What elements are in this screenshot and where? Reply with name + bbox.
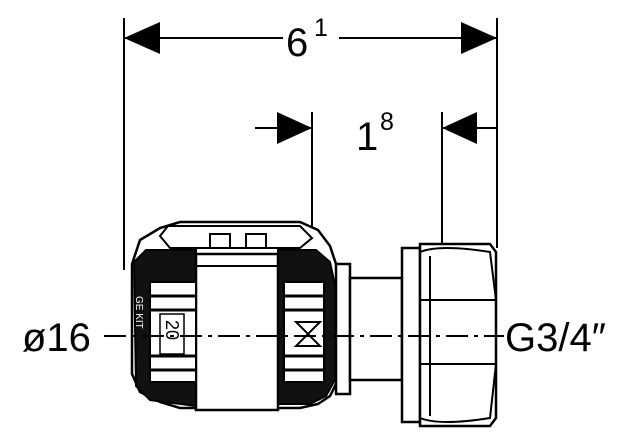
- size-marking: 20: [162, 320, 182, 340]
- insertion-depth-label: 1: [356, 115, 378, 159]
- arrowhead-insertion-left-icon: [277, 112, 312, 144]
- brand-marking: GE KIT: [133, 296, 144, 329]
- fitting-body: 20 GE KIT: [130, 220, 340, 412]
- fitting-neck: [334, 262, 404, 396]
- top-slot-2: [245, 233, 267, 249]
- insertion-dimension: 1 8: [255, 108, 497, 395]
- top-ridge: [158, 225, 314, 249]
- neck-collar: [334, 262, 352, 396]
- overall-label-bg: [283, 14, 339, 54]
- neck-tube: [348, 276, 404, 382]
- nut-hex-face-top: [419, 247, 498, 301]
- arrowhead-insertion-right-icon: [442, 112, 477, 144]
- nut-hex-face-bottom: [419, 363, 498, 423]
- arrowhead-left-icon: [124, 22, 160, 54]
- insertion-depth-superscript: 8: [380, 108, 394, 136]
- grip-window-right: [283, 281, 325, 383]
- size-marking-box: [159, 313, 185, 355]
- top-slot-1: [209, 233, 231, 249]
- overall-length-label: 6: [286, 21, 308, 65]
- overall-length-superscript: 1: [314, 14, 328, 42]
- overall-dimension: 6 1: [123, 14, 498, 270]
- thread-label: G3/4″: [505, 316, 606, 360]
- middle-collar: [194, 252, 280, 412]
- pipe-diameter-label: ø16: [22, 316, 91, 360]
- release-indicator-icon: [293, 321, 323, 347]
- arrowhead-right-icon: [461, 22, 497, 54]
